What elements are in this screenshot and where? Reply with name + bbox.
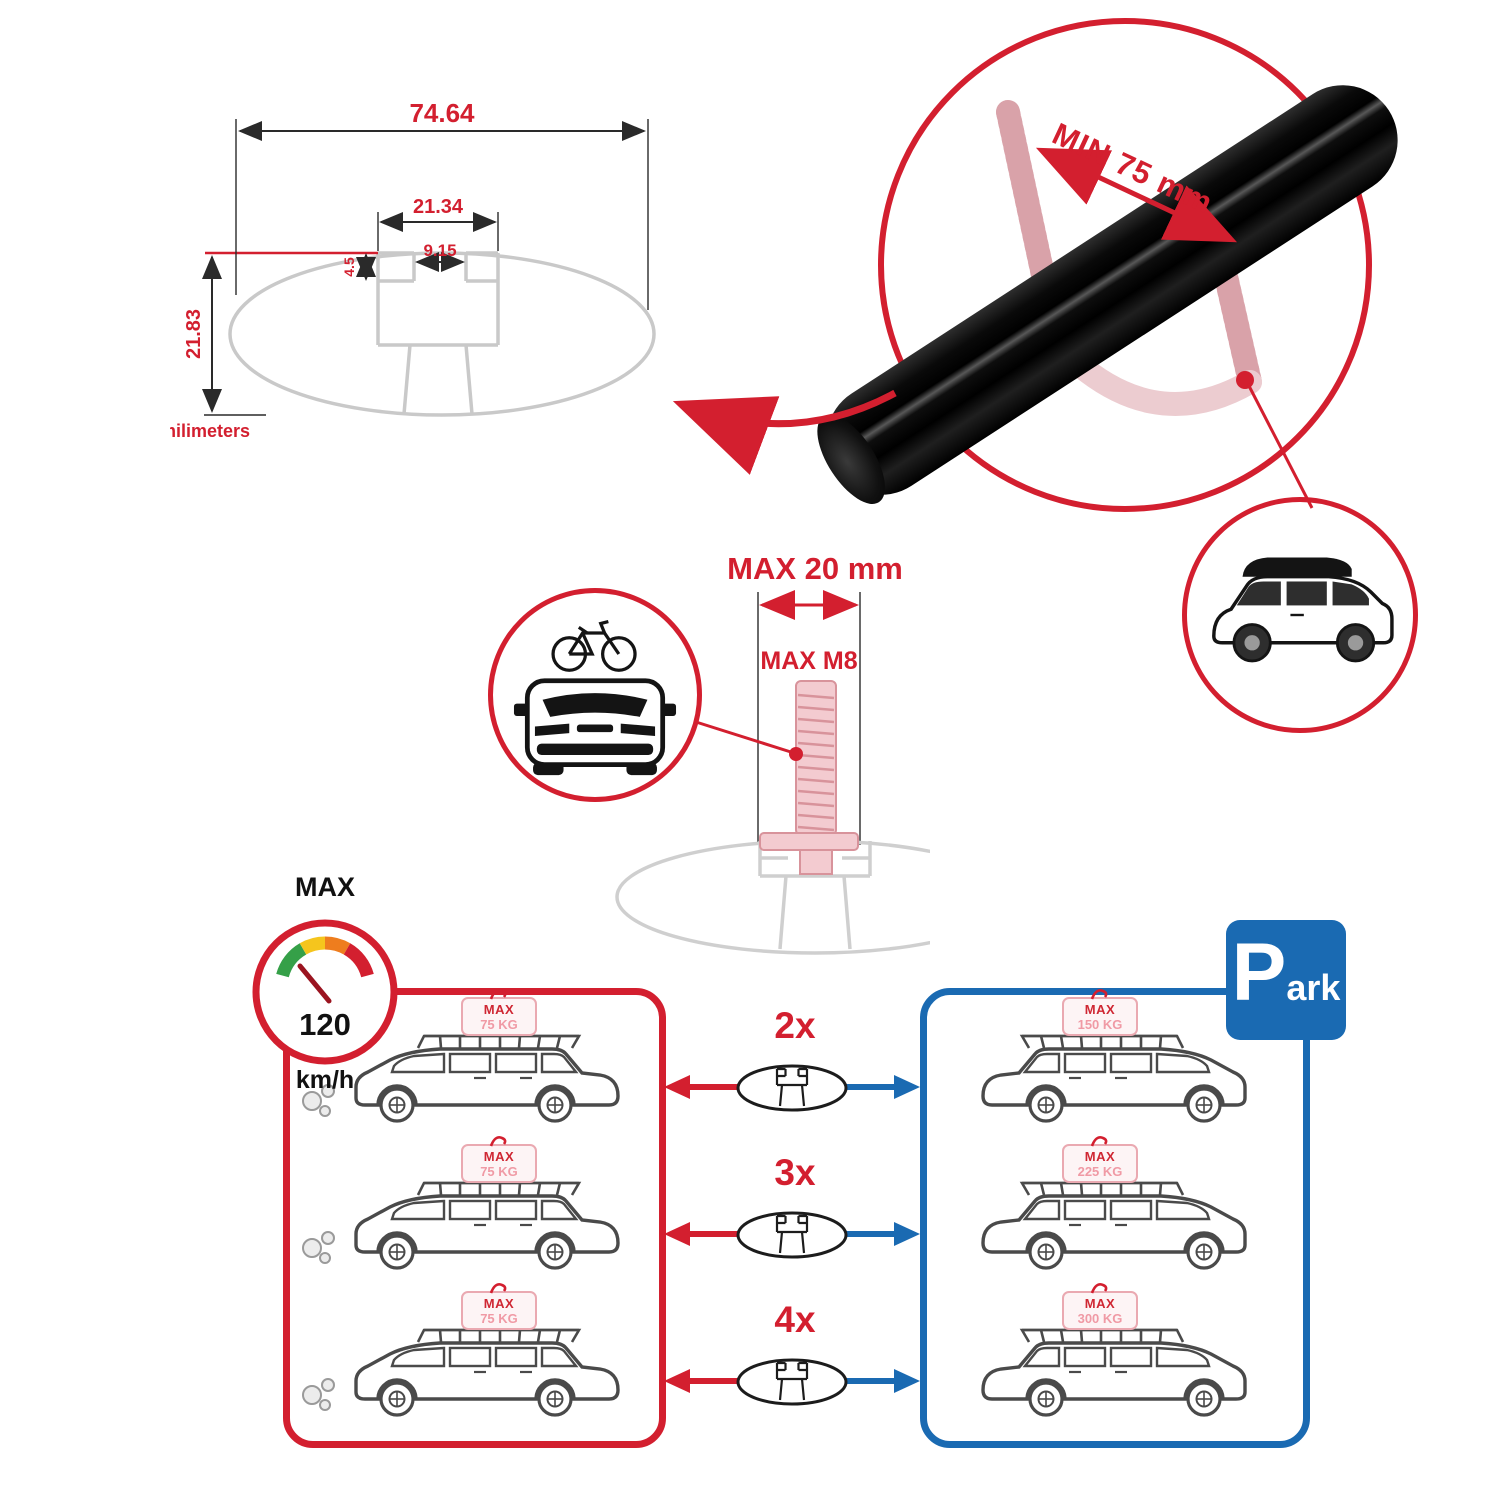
exhaust-smoke-icon bbox=[302, 1084, 335, 1117]
crossbar-cross-section-icon bbox=[736, 1064, 848, 1112]
roof-load-tag: MAX 225 KG bbox=[1062, 1136, 1138, 1183]
dim-total-width: 74.64 bbox=[409, 98, 475, 128]
speed-max-label: MAX bbox=[295, 872, 355, 902]
gauge-needle bbox=[297, 963, 332, 1004]
roof-box bbox=[1242, 557, 1352, 577]
max-width-label: MAX 20 mm bbox=[727, 551, 903, 586]
bolt-dimension-diagram: MAX 20 mm MAX M8 bbox=[615, 551, 930, 955]
dim-total-height: 21.83 bbox=[183, 309, 205, 359]
parking-load-panel: MAX 150 KG MAX 225 KG MAX 300 KG bbox=[920, 988, 1310, 1448]
arrow-to-profile-drawing bbox=[672, 389, 897, 475]
speed-units: km/h bbox=[295, 1066, 355, 1094]
bar-count-row-2x bbox=[664, 1064, 920, 1112]
multiplier-label-4x: 4x bbox=[774, 1299, 816, 1340]
hook-icon bbox=[1090, 989, 1108, 1000]
parking-sign-ark: ark bbox=[1286, 967, 1341, 1008]
bike-icon bbox=[551, 620, 637, 672]
driving-car-row-1: MAX 75 KG bbox=[298, 989, 650, 1148]
dim-lip-depth: 4.5 bbox=[341, 257, 357, 277]
max-thread-label: MAX M8 bbox=[760, 647, 857, 675]
roof-load-tag: MAX 75 KG bbox=[461, 1136, 537, 1183]
leader-to-bolt bbox=[695, 720, 795, 755]
bar-count-row-3x bbox=[664, 1211, 920, 1259]
exhaust-smoke-icon bbox=[302, 1231, 335, 1264]
bar-count-row-4x bbox=[664, 1358, 920, 1406]
driving-car-row-2: MAX 75 KG bbox=[298, 1136, 650, 1295]
speed-value: 120 bbox=[299, 1007, 351, 1042]
roof-load-tag: MAX 300 KG bbox=[1062, 1283, 1138, 1330]
car-with-roof-basket-illustration bbox=[302, 1181, 620, 1270]
roof-load-tag: MAX 75 KG bbox=[461, 1283, 537, 1330]
hook-icon bbox=[1090, 1136, 1108, 1147]
parking-car-row-1: MAX 150 KG bbox=[935, 989, 1287, 1148]
crossbar-profile-outline bbox=[228, 251, 656, 417]
bolt-point-dot bbox=[1236, 371, 1254, 389]
hook-icon bbox=[489, 989, 507, 1000]
suv-roofbox-circle bbox=[1182, 497, 1418, 733]
leader-to-suv-circle bbox=[1246, 383, 1314, 509]
car-front-icon bbox=[513, 678, 677, 776]
dim-slot-outer: 21.34 bbox=[413, 196, 464, 218]
dim-slot-inner: 9.15 bbox=[423, 241, 456, 260]
car-front-with-bike-illustration bbox=[513, 620, 677, 776]
crossbar-cross-section-icon bbox=[736, 1211, 848, 1259]
ghost-profile bbox=[615, 839, 930, 955]
roof-load-tag: MAX 150 KG bbox=[1062, 989, 1138, 1036]
speedometer-gauge-icon: 120 bbox=[252, 919, 398, 1065]
units-label: milimeters bbox=[170, 421, 250, 441]
multiplier-label-2x: 2x bbox=[774, 1005, 816, 1046]
crossbar-cross-section-icon bbox=[736, 1358, 848, 1406]
crossbar-dimension-drawing: 74.64 21.34 9.15 4.5 21.83 milimeters bbox=[170, 98, 656, 441]
min-span-arrow bbox=[1035, 147, 1238, 243]
hook-icon bbox=[489, 1136, 507, 1147]
parking-car-row-3: MAX 300 KG bbox=[935, 1283, 1287, 1442]
bar-detail-circle bbox=[878, 18, 1372, 512]
suv-with-roof-box-illustration bbox=[1212, 557, 1394, 663]
multiplier-label-3x: 3x bbox=[774, 1152, 816, 1193]
car-with-roof-basket-illustration bbox=[302, 1034, 620, 1123]
exhaust-smoke-icon bbox=[302, 1378, 335, 1411]
driving-car-row-3: MAX 75 KG bbox=[298, 1283, 650, 1442]
t-bolt-icon bbox=[759, 680, 859, 875]
parking-car-row-2: MAX 225 KG bbox=[935, 1136, 1287, 1295]
car-front-bike-circle bbox=[488, 588, 702, 802]
car-with-roof-basket-illustration bbox=[302, 1328, 620, 1417]
annotation-overlay bbox=[672, 147, 1314, 509]
driving-load-panel: MAX 75 KG MAX 75 KG bbox=[283, 988, 666, 1448]
parking-sign-p: P bbox=[1231, 927, 1287, 1018]
roof-load-tag: MAX 75 KG bbox=[461, 989, 537, 1036]
hook-icon bbox=[1090, 1283, 1108, 1294]
hook-icon bbox=[489, 1283, 507, 1294]
